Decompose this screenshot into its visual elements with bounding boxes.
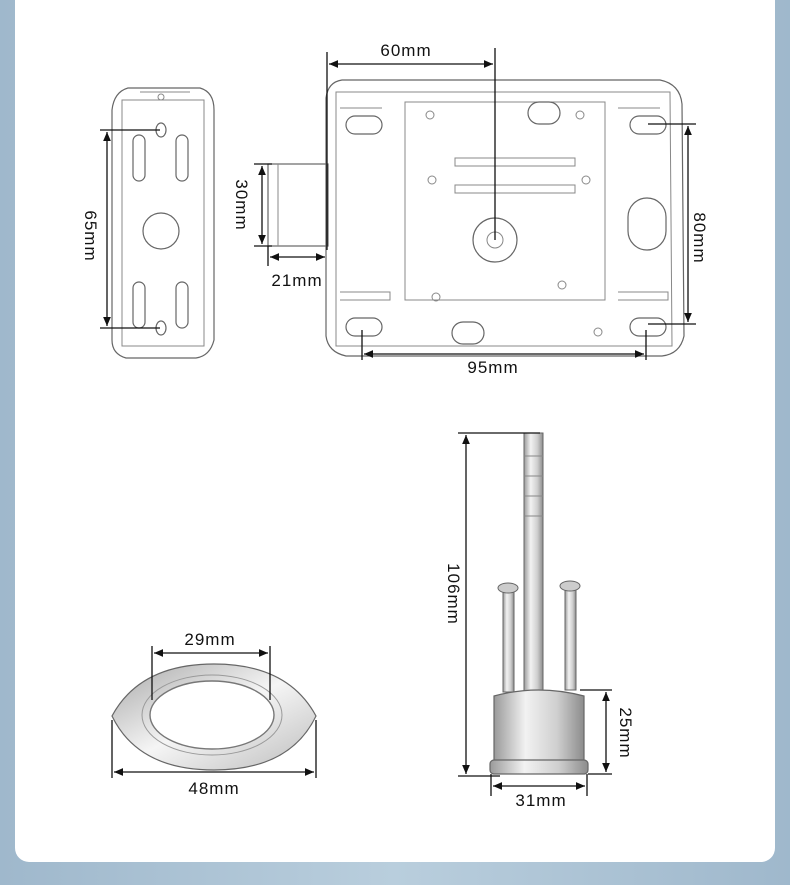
dim-side-height: 65mm	[81, 129, 160, 329]
label-25mm: 25mm	[616, 707, 635, 758]
dim-bolt-height: 30mm	[232, 163, 272, 247]
label-95mm: 95mm	[467, 358, 518, 377]
lock-cylinder	[489, 432, 589, 775]
label-80mm: 80mm	[690, 212, 709, 263]
label-48mm: 48mm	[188, 779, 239, 798]
dim-cylinder-body: 25mm	[580, 689, 635, 775]
label-65mm: 65mm	[81, 210, 100, 261]
lock-front-view	[267, 79, 685, 357]
dim-rosette-outer: 48mm	[111, 720, 317, 798]
dim-bolt-projection: 21mm	[267, 246, 325, 290]
dim-width-top: 60mm	[326, 41, 496, 250]
label-60mm: 60mm	[380, 41, 431, 60]
lock-side-view	[111, 87, 215, 359]
label-29mm: 29mm	[184, 630, 235, 649]
dim-lock-height: 80mm	[648, 123, 709, 325]
label-30mm: 30mm	[232, 179, 251, 230]
label-106mm: 106mm	[444, 563, 463, 625]
rosette-ring	[111, 663, 317, 771]
label-31mm: 31mm	[515, 791, 566, 810]
dim-cylinder-diameter: 31mm	[490, 774, 588, 810]
dim-cylinder-length: 106mm	[444, 432, 540, 777]
label-21mm: 21mm	[271, 271, 322, 290]
dim-rosette-inner: 29mm	[151, 630, 271, 700]
dim-width-bottom: 95mm	[361, 330, 647, 377]
